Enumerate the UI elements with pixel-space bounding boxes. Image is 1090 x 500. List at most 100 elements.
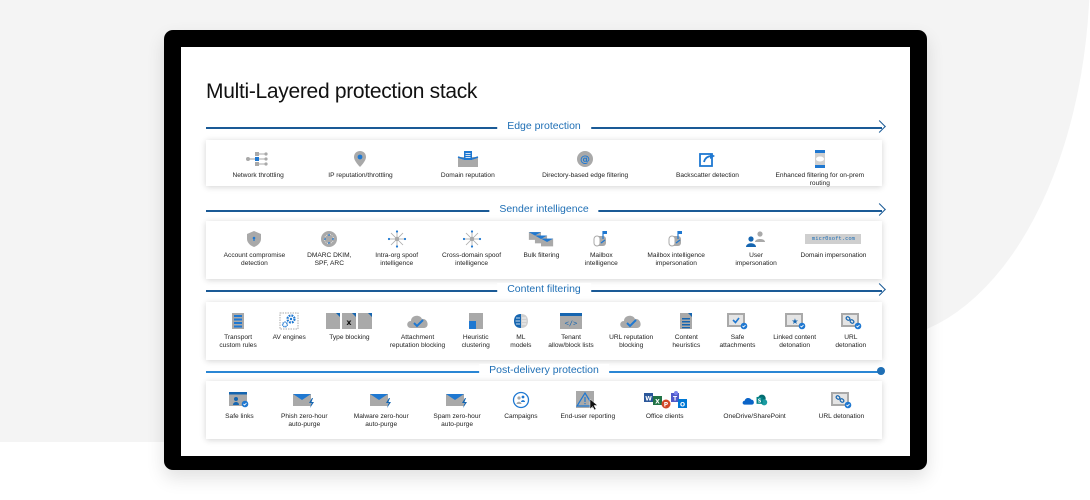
domain-envelope-icon [455, 149, 481, 169]
slide-title: Multi-Layered protection stack [206, 80, 478, 103]
share-arrow-icon [694, 149, 720, 169]
onedrive-sharepoint-icon: S [742, 390, 768, 410]
svg-text:P: P [663, 402, 668, 409]
safe-links-icon [226, 390, 252, 410]
gears-icon [276, 311, 302, 331]
feature-safe-attachments: Safe attachments [716, 311, 758, 350]
feature-label: Network throttling [232, 172, 284, 179]
feature-campaigns: Campaigns [501, 390, 541, 421]
brain-icon [508, 311, 534, 331]
arrow-right-icon [873, 120, 886, 133]
section-header-content-filtering: Content filtering [206, 283, 886, 297]
feature-label: Safe attachments [719, 334, 756, 349]
feature-account-compromise-detection: Account compromise detection [219, 229, 289, 268]
globe-icon [316, 229, 342, 249]
feature-intra-org-spoof-intelligence: Intra-org spoof intelligence [369, 229, 424, 268]
feature-directory-based-edge-filtering: @ Directory-based edge filtering [530, 149, 640, 180]
feature-label: Account compromise detection [223, 252, 286, 267]
feature-mailbox-intelligence: Mailbox intelligence [579, 229, 624, 268]
spoof-network-icon [384, 229, 410, 249]
feature-safe-links: Safe links [219, 390, 259, 421]
campaign-icon [508, 390, 534, 410]
feature-label: AV engines [272, 334, 306, 341]
feature-label: Attachment reputation blocking [389, 334, 446, 349]
feature-label: Heuristic clustering [461, 334, 490, 349]
feature-label: End-user reporting [560, 413, 616, 420]
feature-dmarc-dkim-spf-arc: DMARC DKIM, SPF, ARC [304, 229, 354, 268]
section-label: Content filtering [497, 283, 591, 295]
mailbox-icon [588, 229, 614, 249]
feature-bulk-filtering: Bulk filtering [519, 229, 564, 260]
feature-transport-custom-rules: Transport custom rules [217, 311, 259, 350]
feature-label: User impersonation [735, 252, 777, 267]
svg-text:T: T [673, 396, 678, 403]
section-header-post-delivery-protection: Post-delivery protection [206, 364, 885, 378]
feature-phish-zero-hour-auto-purge: Phish zero-hour auto-purge [274, 390, 334, 429]
feature-url-detonation: URL detonation [814, 390, 868, 421]
section-header-edge-protection: Edge protection [206, 120, 886, 134]
arrow-right-icon [873, 203, 886, 216]
rules-list-icon [225, 311, 251, 331]
feature-label: Linked content detonation [773, 334, 817, 349]
feature-enhanced-filtering-for-on-prem-routing: Enhanced filtering for on-prem routing [775, 149, 865, 188]
feature-label: Spam zero-hour auto-purge [433, 413, 481, 428]
svg-text:W: W [645, 396, 652, 403]
section-label: Edge protection [497, 120, 591, 132]
mail-bolt-icon [368, 390, 394, 410]
svg-text:x: x [347, 318, 353, 327]
feature-label: URL detonation [818, 413, 865, 420]
section-label: Post-delivery protection [479, 364, 609, 376]
feature-label: Intra-org spoof intelligence [375, 252, 419, 267]
svg-text:</>: </> [565, 320, 578, 328]
cloud-check-icon [405, 311, 431, 331]
feature-cross-domain-spoof-intelligence: Cross-domain spoof intelligence [439, 229, 504, 268]
spoof-network-icon [459, 229, 485, 249]
feature-onedrive-sharepoint: S OneDrive/SharePoint [710, 390, 800, 421]
feature-tenant-allow-block-lists: </> Tenant allow/block lists [546, 311, 596, 350]
at-sign-icon: @ [572, 149, 598, 169]
shield-icon [241, 229, 267, 249]
feature-label: Type blocking [329, 334, 370, 341]
feature-label: URL detonation [835, 334, 867, 349]
mailbox-icon [663, 229, 689, 249]
safe-link-icon [828, 390, 854, 410]
users-icon [743, 229, 769, 249]
feature-network-throttling: Network throttling [223, 149, 293, 180]
feature-av-engines: AV engines [269, 311, 309, 342]
svg-text:@: @ [580, 155, 590, 166]
document-list-icon [673, 311, 699, 331]
feature-label: Campaigns [504, 413, 538, 420]
cluster-icon [463, 311, 489, 331]
feature-end-user-reporting: End-user reporting [556, 390, 620, 421]
endpoint-dot-icon [877, 367, 885, 375]
device-frame: Multi-Layered protection stack Edge prot… [164, 30, 927, 470]
feature-label: Tenant allow/block lists [548, 334, 594, 349]
safe-check-icon [724, 311, 750, 331]
feature-label: OneDrive/SharePoint [723, 413, 786, 420]
domain-text-icon: micr0soft.com [805, 229, 862, 249]
feature-url-detonation: URL detonation [831, 311, 871, 350]
mail-bolt-icon [291, 390, 317, 410]
feature-label: Mailbox intelligence [584, 252, 618, 267]
feature-label: Malware zero-hour auto-purge [353, 413, 409, 428]
server-cloud-icon [807, 149, 833, 169]
feature-label: Office clients [645, 413, 684, 420]
feature-label: Directory-based edge filtering [542, 172, 629, 179]
cloud-check-icon [618, 311, 644, 331]
feature-label: IP reputation/throttling [328, 172, 393, 179]
code-window-icon: </> [558, 311, 584, 331]
file-types-icon: x [325, 311, 373, 331]
svg-text:O: O [680, 402, 685, 409]
safe-link-icon [838, 311, 864, 331]
feature-heuristic-clustering: Heuristic clustering [456, 311, 496, 350]
svg-text:S: S [757, 398, 761, 404]
feature-user-impersonation: User impersonation [729, 229, 784, 268]
feature-url-reputation-blocking: URL reputation blocking [606, 311, 656, 350]
bulk-mail-icon [528, 229, 554, 249]
svg-text:★: ★ [791, 317, 798, 326]
